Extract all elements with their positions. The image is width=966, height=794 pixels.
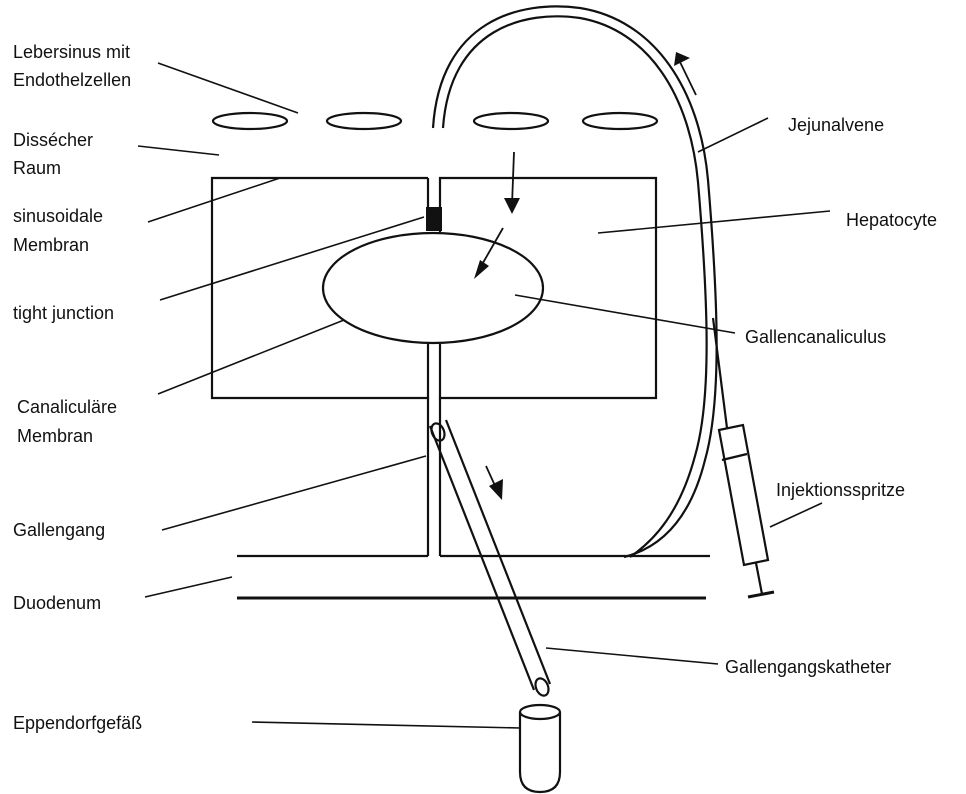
label-sinusoidal-line2: Membran (13, 235, 89, 255)
endothelial-cell-1 (213, 113, 287, 129)
bile-canaliculus (323, 233, 543, 343)
eppendorf-tube (520, 705, 560, 792)
endothelial-cell-4 (583, 113, 657, 129)
arrowhead-4 (674, 52, 690, 66)
label-disse-line1: Dissécher (13, 130, 93, 150)
label-jejunalvene: Jejunalvene (788, 115, 884, 135)
label-hepatocyte: Hepatocyte (846, 210, 937, 230)
label-tight-junction: tight junction (13, 303, 114, 323)
bile-duct-catheter (429, 420, 551, 698)
label-gallencanaliculus: Gallencanaliculus (745, 327, 886, 347)
label-sinusoidal-line1: sinusoidale (13, 206, 103, 226)
arrowhead-1 (504, 198, 520, 214)
label-disse-line2: Raum (13, 158, 61, 178)
label-injektionsspritze: Injektionsspritze (776, 480, 905, 500)
tight-junction-block (426, 207, 442, 231)
leader-lines (138, 63, 830, 728)
label-gallengangskatheter: Gallengangskatheter (725, 657, 891, 677)
endothelial-cell-3 (474, 113, 548, 129)
syringe (713, 318, 774, 597)
label-canalicular-line1: Canaliculäre (17, 397, 117, 417)
endothelial-cell-2 (327, 113, 401, 129)
label-sinus-line2: Endothelzellen (13, 70, 131, 90)
label-sinus-line1: Lebersinus mit (13, 42, 130, 62)
label-canalicular-line2: Membran (17, 426, 93, 446)
label-eppendorf: Eppendorfgefäß (13, 713, 142, 733)
label-gallengang: Gallengang (13, 520, 105, 540)
arrowhead-3 (489, 479, 503, 500)
label-duodenum: Duodenum (13, 593, 101, 613)
